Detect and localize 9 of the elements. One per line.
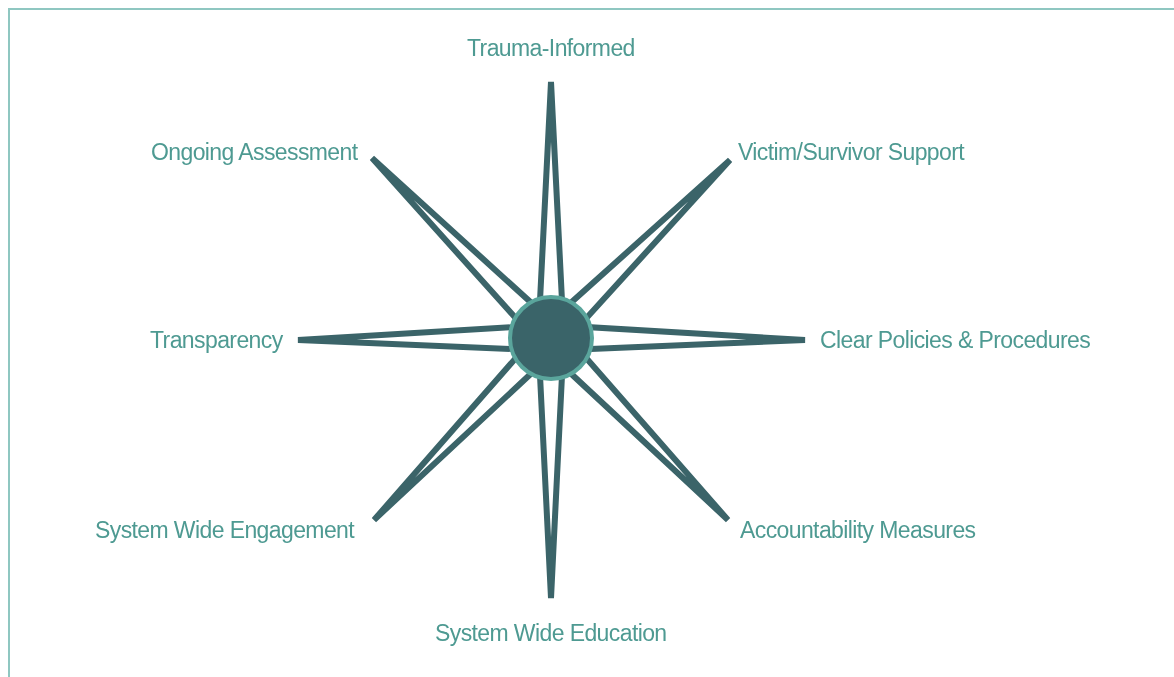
principle-label: Accountability Measures: [740, 516, 976, 545]
principle-label: System Wide Engagement: [95, 516, 355, 545]
principle-label: Clear Policies & Procedures: [820, 326, 1091, 355]
principle-label: Trauma-Informed: [467, 34, 635, 63]
principle-label: Victim/Survivor Support: [738, 138, 965, 167]
principle-label: Transparency: [150, 326, 283, 355]
principle-label: System Wide Education: [435, 619, 667, 648]
hub-circle: [508, 295, 594, 381]
principle-label: Ongoing Assessment: [151, 138, 358, 167]
